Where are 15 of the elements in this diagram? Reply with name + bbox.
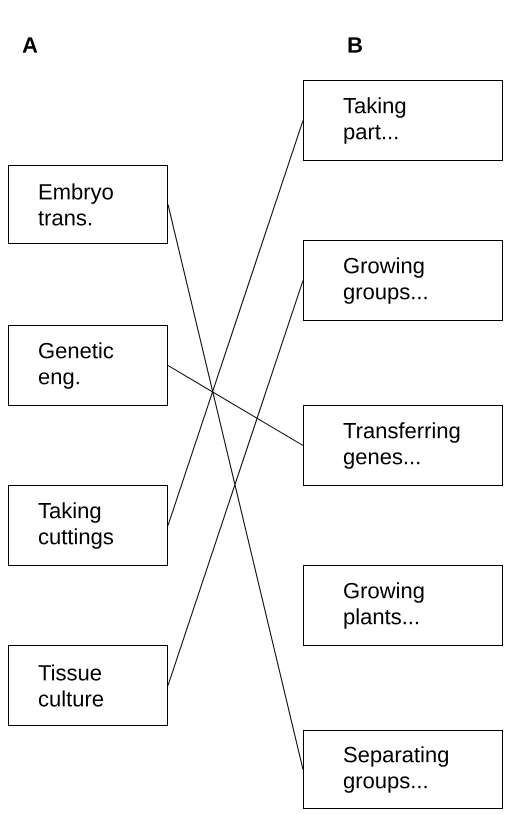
connector-line [168, 120, 304, 526]
text-box: Growing groups... [303, 240, 503, 321]
text-box: Tissue culture [8, 645, 168, 726]
column-heading: A [22, 37, 38, 53]
text-box: Taking cuttings [8, 485, 168, 566]
text-box: Growing plants... [303, 565, 503, 646]
connector-line [168, 365, 304, 446]
text-box: Taking part... [303, 80, 503, 161]
column-heading: B [348, 37, 362, 53]
text-box: Genetic eng. [8, 325, 168, 406]
connector-line [168, 280, 304, 686]
text-box: Transferring genes... [303, 405, 503, 486]
connector-line [168, 204, 304, 770]
text-box: Embryo trans. [8, 165, 168, 244]
text-box: Separating groups... [303, 730, 503, 809]
